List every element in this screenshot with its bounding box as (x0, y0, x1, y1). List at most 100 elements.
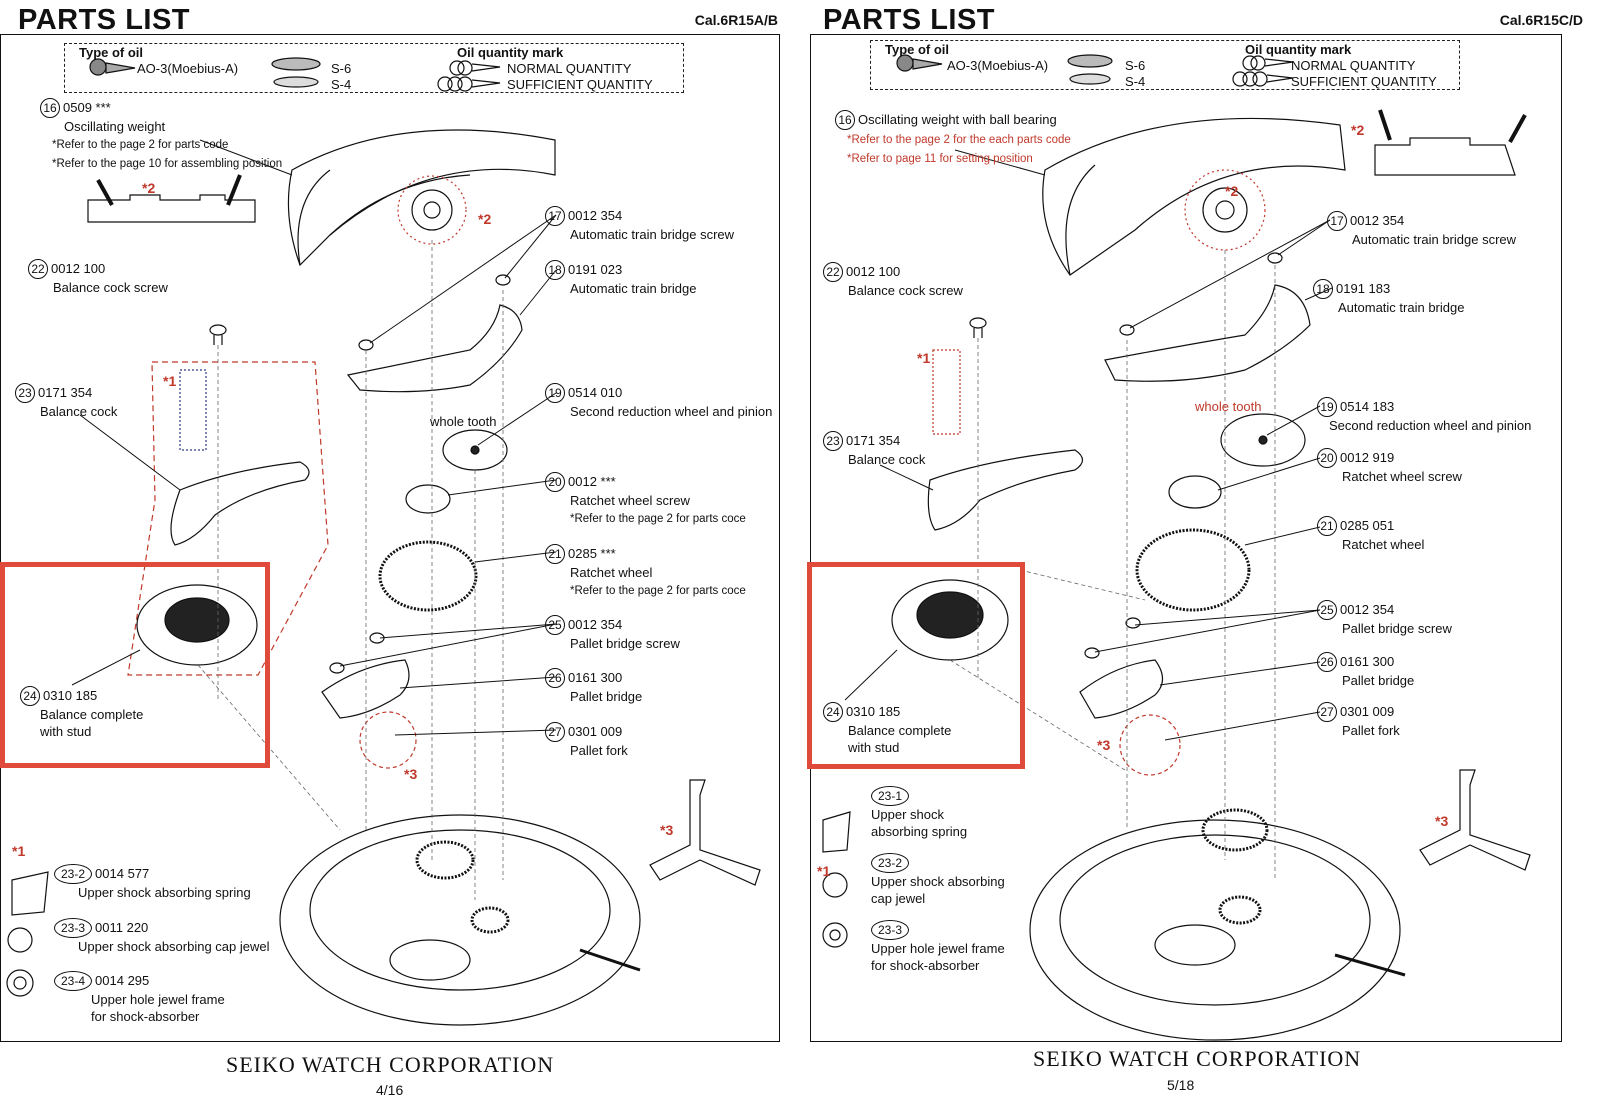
parts-list-page-right: PARTS LIST Cal.6R15C/D Type of oil AO-3(… (805, 0, 1600, 1120)
mark-1-shock: *1 (12, 843, 26, 859)
mark-1: *1 (163, 373, 177, 389)
jewel-frame-icon (822, 922, 848, 948)
bridge-detail-icon (1374, 109, 1527, 176)
legend-s4: S-4 (331, 77, 352, 92)
automatic-train-bridge-icon (1104, 284, 1311, 382)
balance-wheel-icon (136, 584, 258, 666)
second-reduction-wheel-icon (1220, 413, 1306, 467)
oil-drop-icon (89, 57, 501, 92)
mark-3: *3 (1097, 737, 1111, 753)
diagram-frame (810, 34, 1562, 1042)
mark-1-shock: *1 (817, 863, 831, 879)
mark-2-weight: *2 (1225, 183, 1239, 199)
oil-legend: Type of oil AO-3(Moebius-A) S-6 S-4 Oil … (870, 40, 1460, 90)
balance-cock-outline (127, 361, 329, 676)
legend-qty-label: Oil quantity mark (457, 45, 564, 60)
pallet-bridge-icon (321, 659, 410, 719)
legend-normal-quantity: NORMAL QUANTITY (1291, 58, 1416, 73)
parts-list-page-left: PARTS LIST Cal.6R15A/B Type of oil AO-3(… (0, 4, 780, 1098)
whole-tooth-label: whole tooth (430, 414, 497, 429)
oil-legend: Type of oil AO-3(Moebius-A) S-6 S-4 Oil … (64, 43, 684, 93)
callout-part-23-3: 23-3 Upper hole jewel frame for shock-ab… (871, 920, 1005, 974)
oil-drop-icon (896, 54, 1294, 87)
footer-page-number: 4/16 (376, 1082, 404, 1098)
jewel-frame-icon (6, 969, 34, 997)
balance-cock-icon (927, 449, 1084, 531)
pallet-fork-detail-icon (649, 779, 761, 886)
legend-oil-type-label: Type of oil (885, 42, 950, 57)
cap-jewel-icon (7, 927, 33, 953)
movement-icon (279, 814, 641, 1026)
legend-s6: S-6 (1125, 58, 1146, 73)
mark-2: *2 (1351, 122, 1365, 138)
legend-sufficient-quantity: SUFFICIENT QUANTITY (507, 77, 653, 92)
ratchet-wheel-screw-icon (1168, 475, 1222, 509)
legend-s6: S-6 (331, 61, 352, 76)
balance-complete-highlight (0, 562, 270, 768)
diagram-frame (0, 34, 780, 1042)
balance-complete-highlight (807, 562, 1025, 769)
screw-icon (209, 274, 511, 674)
callout-part-23-1: 23-1 Upper shock absorbing spring (871, 786, 967, 840)
legend-sufficient-quantity: SUFFICIENT QUANTITY (1291, 74, 1437, 89)
screw-icon (969, 252, 1283, 659)
shock-spring-icon (11, 871, 49, 916)
bridge-detail-icon (87, 174, 256, 223)
shock-spring-icon (822, 811, 851, 853)
exploded-movement-diagram (6, 57, 761, 1026)
caliber-label: Cal.6R15A/B (694, 12, 778, 28)
footer-page-number: 5/18 (1167, 1077, 1195, 1093)
legend-ao3: AO-3(Moebius-A) (137, 61, 239, 76)
footer-corporation: SEIKO WATCH CORPORATION (1033, 1046, 1362, 1071)
balance-cock-icon (170, 461, 310, 546)
whole-tooth-label: whole tooth (1195, 399, 1262, 414)
page-title: PARTS LIST (823, 4, 996, 36)
legend-qty-label: Oil quantity mark (1245, 42, 1352, 57)
mark-1: *1 (917, 350, 931, 366)
oscillating-weight-icon (1042, 117, 1346, 276)
mark-3-detail: *3 (1435, 813, 1449, 829)
pallet-bridge-icon (1079, 659, 1164, 719)
legend-s4: S-4 (1125, 74, 1146, 89)
pallet-fork-detail-icon (1419, 769, 1531, 871)
exploded-movement-diagram (822, 54, 1531, 1041)
legend-normal-quantity: NORMAL QUANTITY (507, 61, 632, 76)
ratchet-wheel-screw-icon (405, 484, 451, 514)
mark-3: *3 (404, 766, 418, 782)
automatic-train-bridge-icon (346, 304, 523, 393)
mark-2-weight: *2 (478, 211, 492, 227)
mark-3-detail: *3 (660, 822, 674, 838)
legend-ao3: AO-3(Moebius-A) (947, 58, 1049, 73)
second-reduction-wheel-icon (442, 429, 508, 471)
callout-part-23-2: 23-2 Upper shock absorbing cap jewel (871, 853, 1005, 907)
page-title: PARTS LIST (18, 4, 191, 36)
cap-jewel-icon (822, 872, 848, 898)
